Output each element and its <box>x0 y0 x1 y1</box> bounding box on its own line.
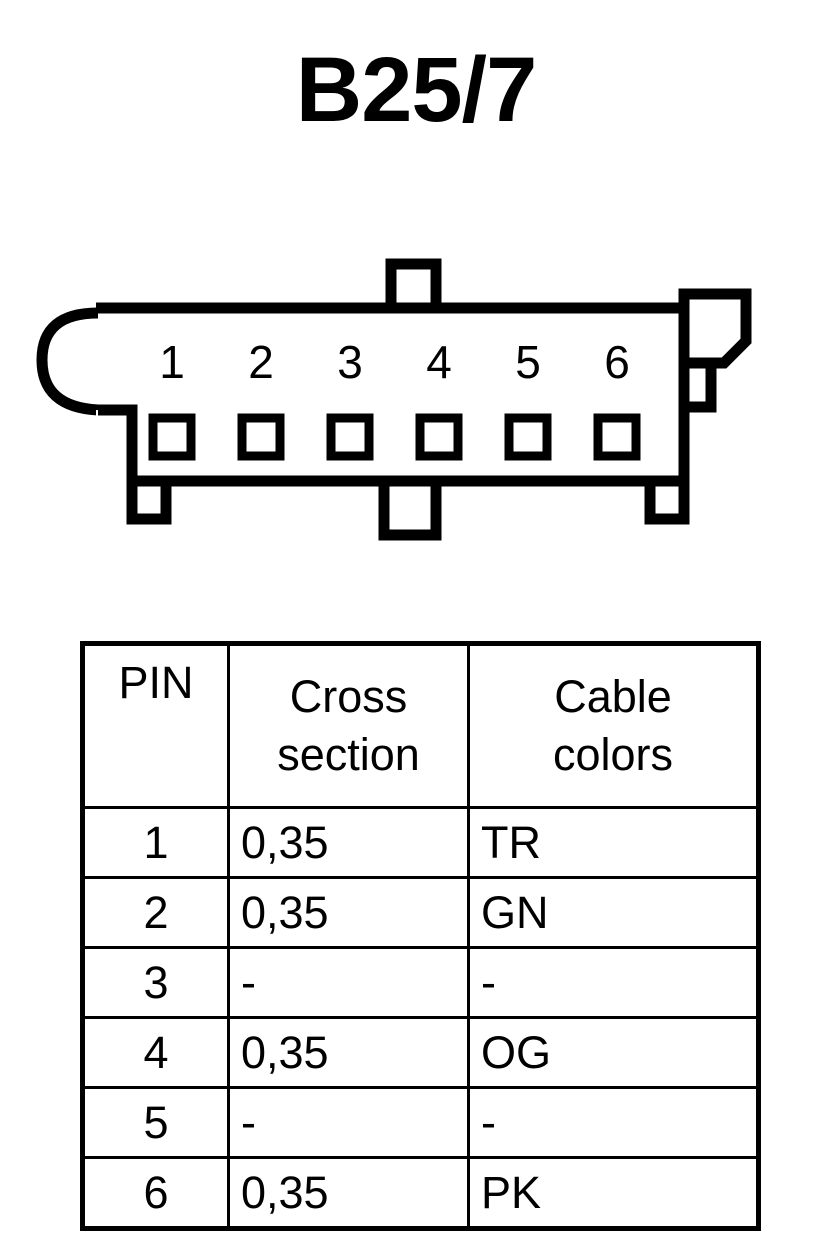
cross-section-line-1: Cross <box>289 671 408 723</box>
pinout-table: PIN Cross section Cable colors 1 0,35 TR… <box>80 641 761 1231</box>
cable-colors-line-2: colors <box>552 729 674 780</box>
cell-cable-color: - <box>467 1086 760 1159</box>
cell-cable-color: OG <box>467 1016 760 1089</box>
table-row: 6 0,35 PK <box>81 1156 760 1230</box>
pin-number-1: 1 <box>159 336 185 388</box>
cell-cross-section: - <box>227 946 470 1019</box>
pin-cavity-4[interactable] <box>415 413 463 461</box>
cross-section-line-2: section <box>277 729 420 780</box>
pin-cavity-6[interactable] <box>593 413 641 461</box>
pin-number-3: 3 <box>337 336 363 388</box>
cell-pin: 1 <box>81 806 230 879</box>
bottom-center-tab-icon <box>378 481 442 541</box>
cell-cross-section: - <box>227 1086 470 1159</box>
cell-cross-section: 0,35 <box>227 1016 470 1089</box>
cell-pin: 4 <box>81 1016 230 1089</box>
pin-cavity-2[interactable] <box>237 413 285 461</box>
table-row: 1 0,35 TR <box>81 806 760 879</box>
cell-cable-color: GN <box>467 876 760 949</box>
pin-cavity-1[interactable] <box>148 413 196 461</box>
pin-number-2: 2 <box>248 336 274 388</box>
column-header-pin: PIN <box>81 642 230 809</box>
cell-cross-section: 0,35 <box>227 806 470 879</box>
pin-cavity-3[interactable] <box>326 413 374 461</box>
table-row: 4 0,35 OG <box>81 1016 760 1089</box>
cell-cable-color: TR <box>467 806 760 879</box>
pin-number-4: 4 <box>426 336 452 388</box>
table-row: 5 - - <box>81 1086 760 1159</box>
pin-number-6: 6 <box>604 336 630 388</box>
cell-pin: 2 <box>81 876 230 949</box>
cell-cable-color: - <box>467 946 760 1019</box>
table-header-row: PIN Cross section Cable colors <box>81 642 760 809</box>
column-header-cable-colors: Cable colors <box>467 642 760 809</box>
connector-diagram: 1 2 3 4 5 6 <box>0 255 832 545</box>
table-row: 2 0,35 GN <box>81 876 760 949</box>
page-title: B25/7 <box>295 39 538 141</box>
bottom-left-foot-icon <box>126 481 172 525</box>
body-left-step-edge <box>98 404 138 481</box>
column-header-cross-section: Cross section <box>227 642 470 809</box>
bottom-right-foot-icon <box>644 481 690 525</box>
pinout-table-container: PIN Cross section Cable colors 1 0,35 TR… <box>80 641 761 1231</box>
cell-pin: 3 <box>81 946 230 1019</box>
connector-body-fill <box>96 294 746 481</box>
cell-cable-color: PK <box>467 1156 760 1230</box>
cell-pin: 5 <box>81 1086 230 1159</box>
table-row: 3 - - <box>81 946 760 1019</box>
right-slot-icon <box>684 363 717 413</box>
connector-svg: 1 2 3 4 5 6 <box>36 258 752 541</box>
cell-cross-section: 0,35 <box>227 876 470 949</box>
cell-pin: 6 <box>81 1156 230 1230</box>
pin-number-5: 5 <box>515 336 541 388</box>
cable-colors-line-1: Cable <box>554 671 672 723</box>
top-center-tab-icon <box>385 258 442 308</box>
pin-cavity-5[interactable] <box>504 413 552 461</box>
left-latch-icon <box>36 307 99 416</box>
cell-cross-section: 0,35 <box>227 1156 470 1230</box>
